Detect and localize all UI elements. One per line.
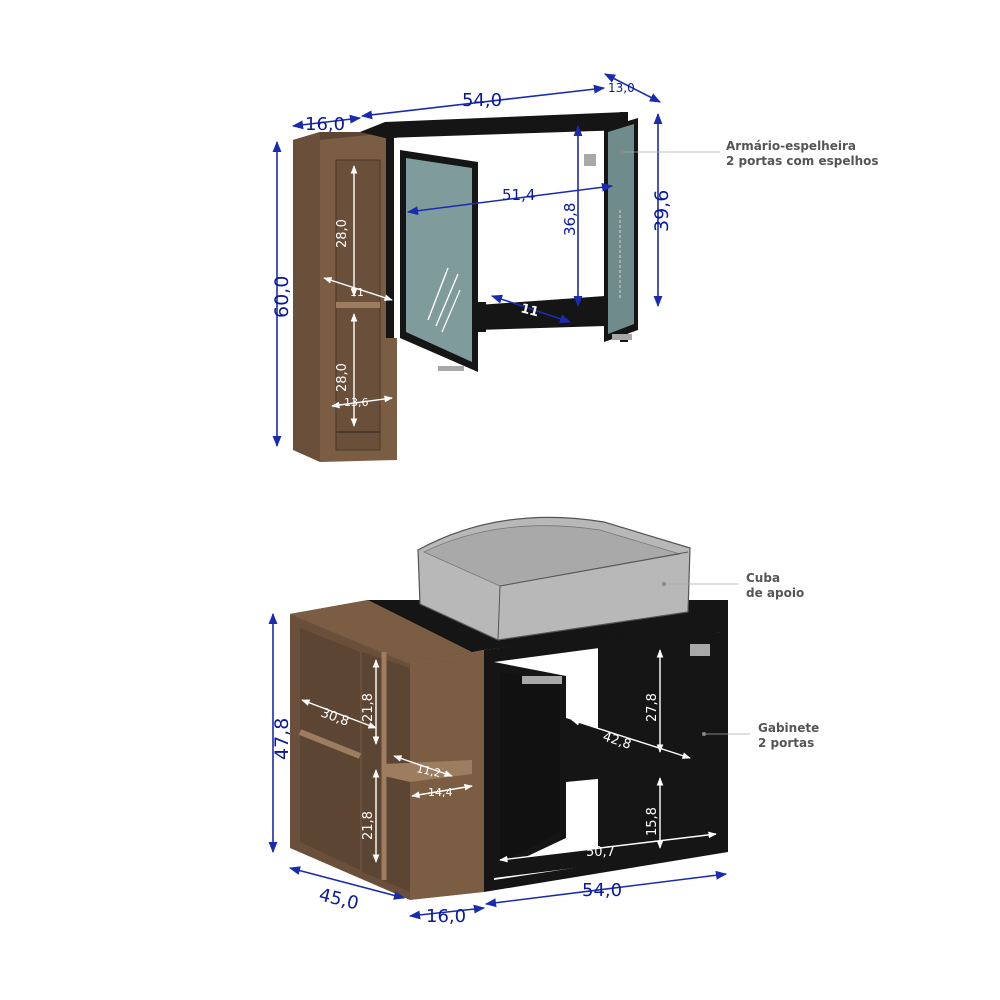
dim-tower-height: 60,0 <box>271 276 293 318</box>
dim-vanity-depth: 45,0 <box>317 884 361 914</box>
bottom-dimensions: 47,8 45,0 16,0 54,0 30,8 21,8 21,8 11,2 … <box>268 612 728 927</box>
dim-cabinet-depth: 13,0 <box>608 81 635 95</box>
vessel-sink <box>417 516 691 641</box>
dim-cabinet-width: 54,0 <box>462 90 502 111</box>
cabinet-callout: Gabinete 2 portas <box>702 721 819 750</box>
top-dimensions: 16,0 54,0 13,0 60,0 39,6 51,4 36,8 11 28… <box>271 73 673 448</box>
dim-niche-height-upper: 28,0 <box>335 219 350 248</box>
dim-shelf-width-side: 14,4 <box>428 786 453 799</box>
cabinet-label-line2: 2 portas <box>758 736 814 750</box>
vanity-assembly: 47,8 45,0 16,0 54,0 30,8 21,8 21,8 11,2 … <box>268 516 819 927</box>
dim-lower-niche-height: 21,8 <box>361 811 376 840</box>
dim-inner-height: 36,8 <box>561 203 579 236</box>
left-mirror-door <box>400 150 478 372</box>
dim-upper-niche-height: 21,8 <box>361 693 376 722</box>
dim-cabinet-lower-height: 15,8 <box>645 807 660 836</box>
dim-cabinet-inner-width: 50,7 <box>586 845 615 860</box>
dim-tower-inner-width: 13,6 <box>344 396 369 409</box>
dim-tower-depth: 16,0 <box>305 114 345 135</box>
dim-tower-shelf: 11 <box>350 286 364 299</box>
dim-vanity-height: 47,8 <box>271 718 293 760</box>
mirror-cabinet-callout: Armário-espelheira 2 portas com espelhos <box>620 139 879 168</box>
dim-niche-height-lower: 28,0 <box>335 363 350 392</box>
dim-cabinet-height: 39,6 <box>651 190 673 232</box>
sink-label-line2: de apoio <box>746 586 804 600</box>
mirror-cabinet-assembly: 16,0 54,0 13,0 60,0 39,6 51,4 36,8 11 28… <box>271 73 879 462</box>
mirror-label-line1: Armário-espelheira <box>726 139 856 153</box>
dim-cabinet-upper-height: 27,8 <box>645 693 660 722</box>
dim-inner-width: 51,4 <box>502 186 535 204</box>
dim-shelf-depth-side: 11,2 <box>415 762 442 780</box>
sink-callout: Cuba de apoio <box>662 571 804 600</box>
side-shelf-unit <box>290 614 484 900</box>
cabinet-label-line1: Gabinete <box>758 721 819 735</box>
mirror-label-line2: 2 portas com espelhos <box>726 154 879 168</box>
sink-label-line1: Cuba <box>746 571 780 585</box>
dim-side-width: 16,0 <box>426 906 466 927</box>
dim-shelf-depth: 11 <box>519 301 540 320</box>
dim-cabinet-width: 54,0 <box>582 880 622 901</box>
right-mirror-door <box>584 118 638 342</box>
